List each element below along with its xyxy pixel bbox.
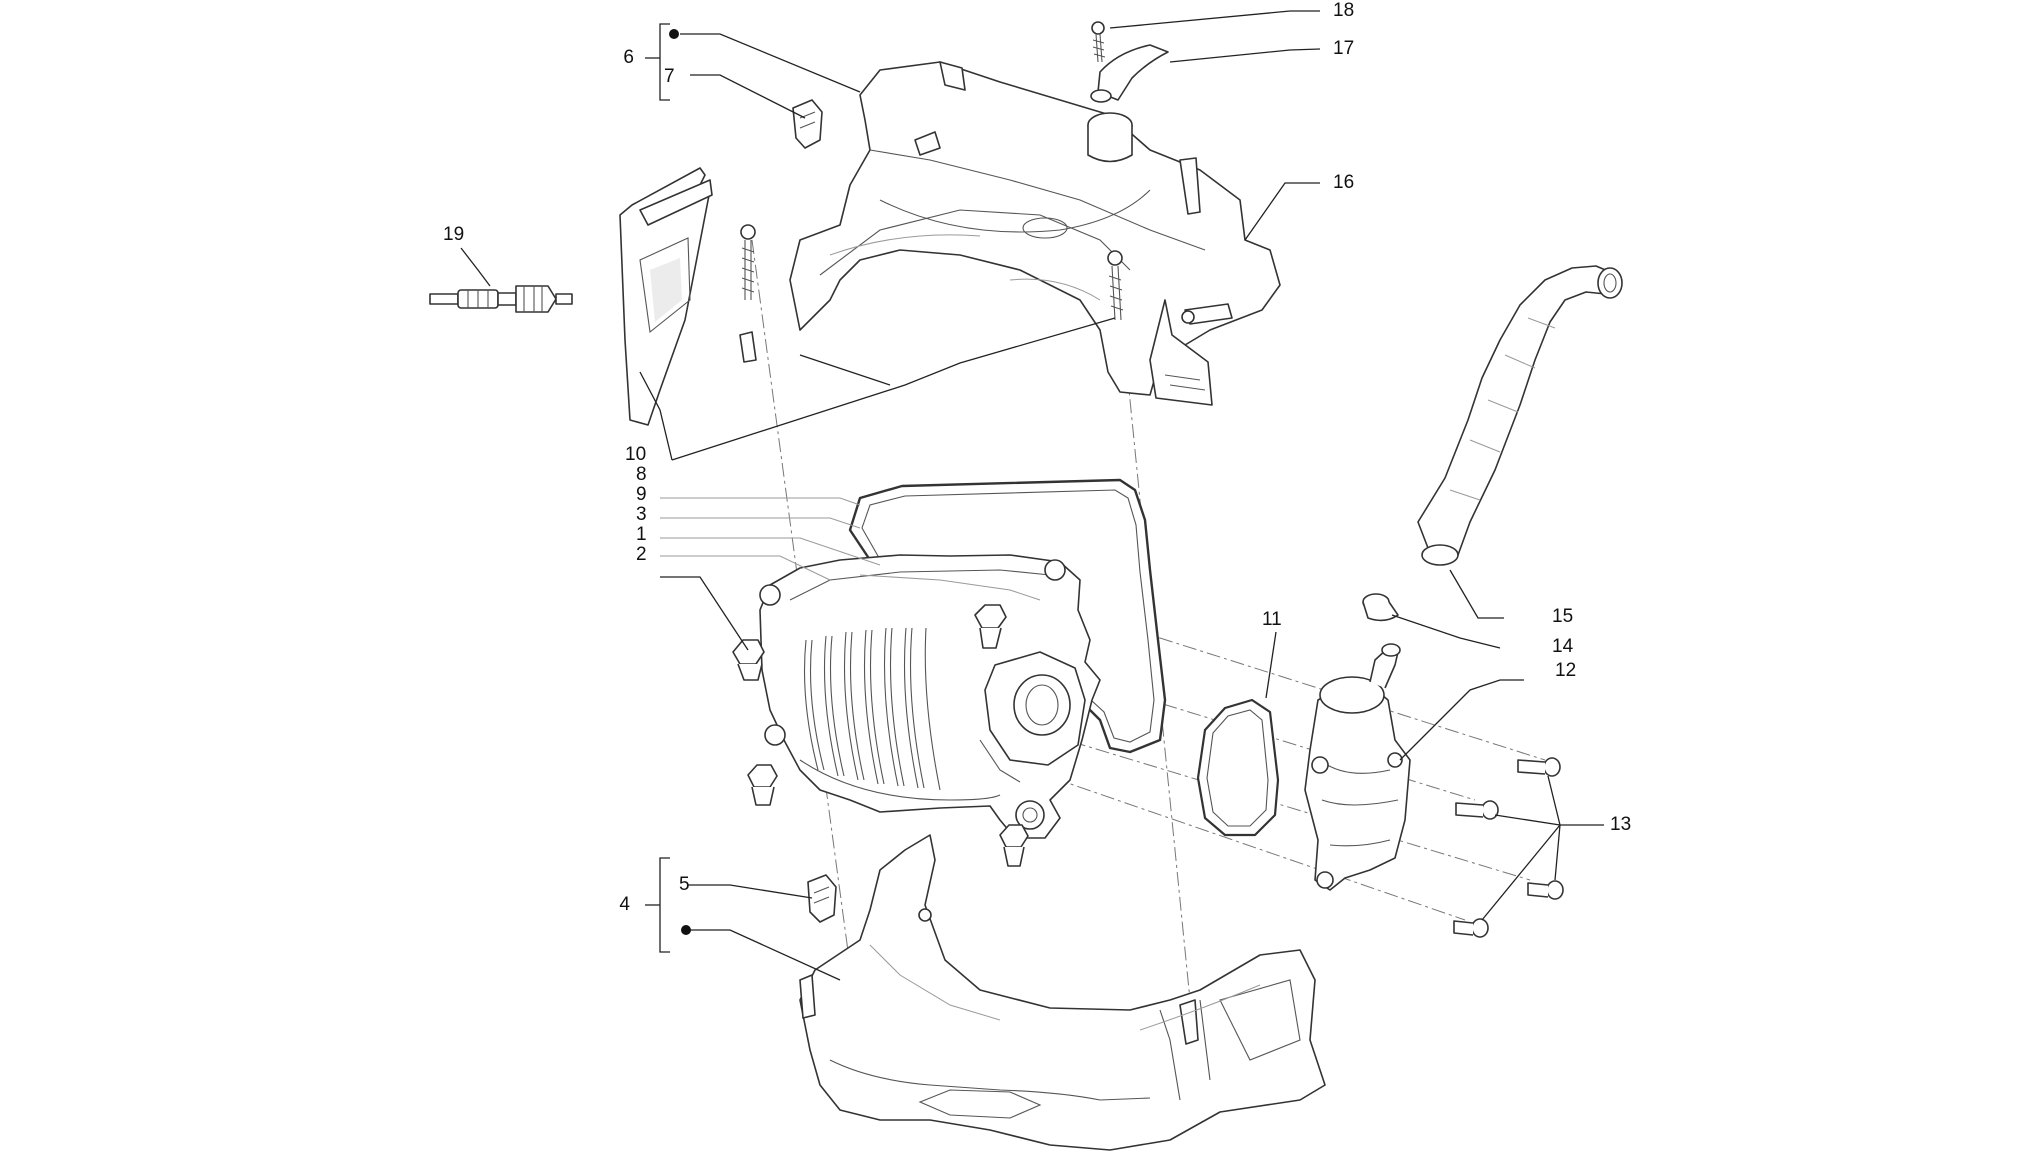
screw-part-13-d [1453,918,1489,938]
screw-part-18 [1091,21,1106,63]
lower-shroud-part-4 [799,834,1326,1151]
clip-part-7 [792,99,823,149]
bolt-part-2-bottom-center [999,824,1029,867]
callout-7: 7 [664,66,675,87]
callout-12: 12 [1555,660,1576,681]
shroud-screw-right [1107,250,1124,321]
hose-clamp-part-14 [1362,593,1399,622]
callout-14: 14 [1552,636,1574,657]
screw-part-13-b [1455,800,1499,820]
callout-16: 16 [1333,172,1354,193]
bolt-part-2-top-left [732,639,765,681]
coolant-hose-part-15 [1417,265,1623,566]
callout-1: 1 [636,524,647,545]
callout-6: 6 [623,47,634,68]
bullet-dot-4 [681,925,691,935]
callout-13: 13 [1610,814,1631,835]
callout-2: 2 [636,544,647,565]
callout-11: 11 [1262,609,1282,630]
bullet-dot-6 [669,29,679,39]
leader-lines [460,10,1604,981]
callout-9: 9 [636,484,647,505]
thermostat-gasket-part-11 [1196,698,1280,837]
side-panel-part-10 [619,167,713,426]
screw-part-13-a [1517,757,1561,777]
callout-labels: 1 2 3 4 5 6 7 8 9 10 11 12 13 14 15 16 1… [443,0,1631,915]
spark-plug-part-19 [429,285,573,313]
callout-3: 3 [636,504,647,525]
bolt-part-2-center [974,604,1007,649]
clamp-part-17 [1090,44,1169,103]
shroud-screw-left [740,224,756,300]
callout-5: 5 [679,874,690,895]
callout-15: 15 [1552,606,1573,627]
callout-19: 19 [443,224,464,245]
callout-10: 10 [625,444,646,465]
clip-part-5 [807,874,837,923]
callout-4: 4 [619,894,630,915]
bolt-part-2-bottom-left [747,764,778,806]
screw-part-13-c [1527,880,1564,900]
cylinder-head-cover-part-1 [759,554,1101,839]
callout-17: 17 [1333,38,1354,59]
thermostat-housing-part-12 [1304,643,1411,891]
callout-18: 18 [1333,0,1354,21]
upper-shroud-part-6 [739,61,1281,406]
callout-8: 8 [636,464,647,485]
